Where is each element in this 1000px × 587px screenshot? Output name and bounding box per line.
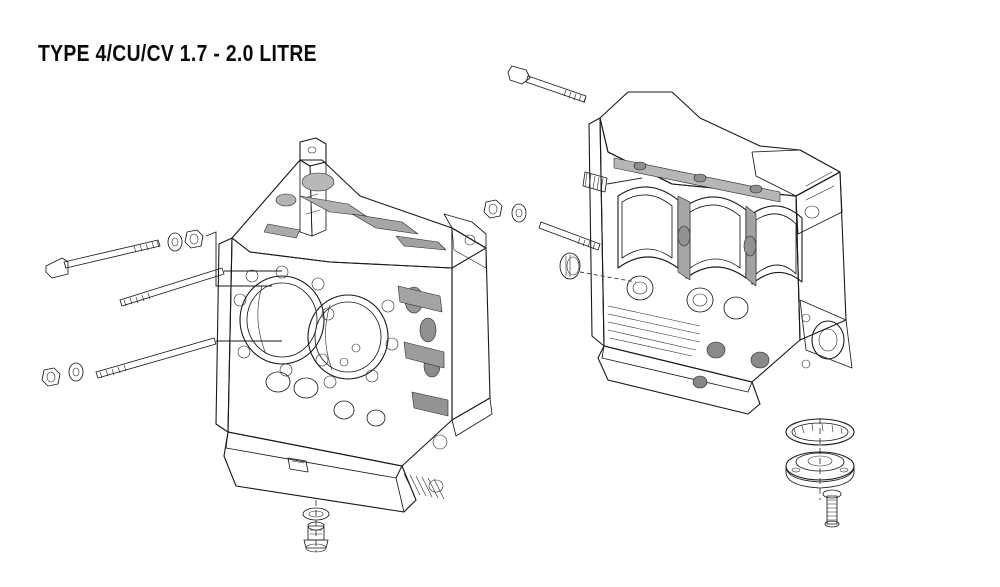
bushing-right: [559, 252, 637, 283]
right-side-detail: [397, 285, 449, 417]
oring-strainer: [785, 418, 855, 446]
leader-dowel[interactable]: [606, 177, 643, 185]
nut-center: [483, 199, 503, 219]
page-title: TYPE 4/CU/CV 1.7 - 2.0 LITRE: [38, 40, 317, 66]
nut-upper-left: [184, 229, 204, 249]
leader-nut-bracket[interactable]: [205, 231, 272, 287]
stud-mid: [119, 267, 225, 307]
washer-upper-left: [167, 232, 183, 252]
washer-center: [511, 203, 527, 223]
nut-lower-left: [41, 367, 61, 387]
leader-bushing[interactable]: [579, 271, 637, 283]
bolt-long-upper: [45, 239, 161, 279]
bolt-top-right: [507, 65, 587, 104]
dowel-sleeve: [582, 171, 643, 193]
strainer-bolt: [822, 489, 842, 528]
cylinder-bore-2: [307, 294, 389, 380]
thread-detail: [133, 240, 160, 253]
oil-strainer-group: [785, 418, 855, 528]
oring-drain: [302, 507, 330, 521]
strainer-cover: [785, 451, 855, 489]
lower-bosses: [692, 341, 770, 389]
tappet-bores: [265, 371, 386, 427]
stud-bosses: [233, 265, 399, 389]
thread-detail: [563, 89, 587, 104]
cam-bores: [626, 275, 749, 320]
case-ribs: [263, 172, 447, 251]
oil-gallery: [613, 157, 781, 203]
left-case-half: [215, 137, 493, 513]
case-webs: [677, 195, 757, 287]
fin-bank: [607, 305, 701, 357]
main-bearing-saddles: [617, 186, 803, 285]
cooling-fins: [403, 473, 445, 500]
right-case-half: [588, 91, 853, 415]
drain-plug: [303, 521, 329, 553]
cylinder-bore-1: [239, 275, 325, 365]
drain-plug-group: [302, 500, 330, 553]
stud-lower: [95, 337, 217, 379]
stud-right: [538, 221, 601, 251]
washer-lower-left: [68, 362, 84, 382]
